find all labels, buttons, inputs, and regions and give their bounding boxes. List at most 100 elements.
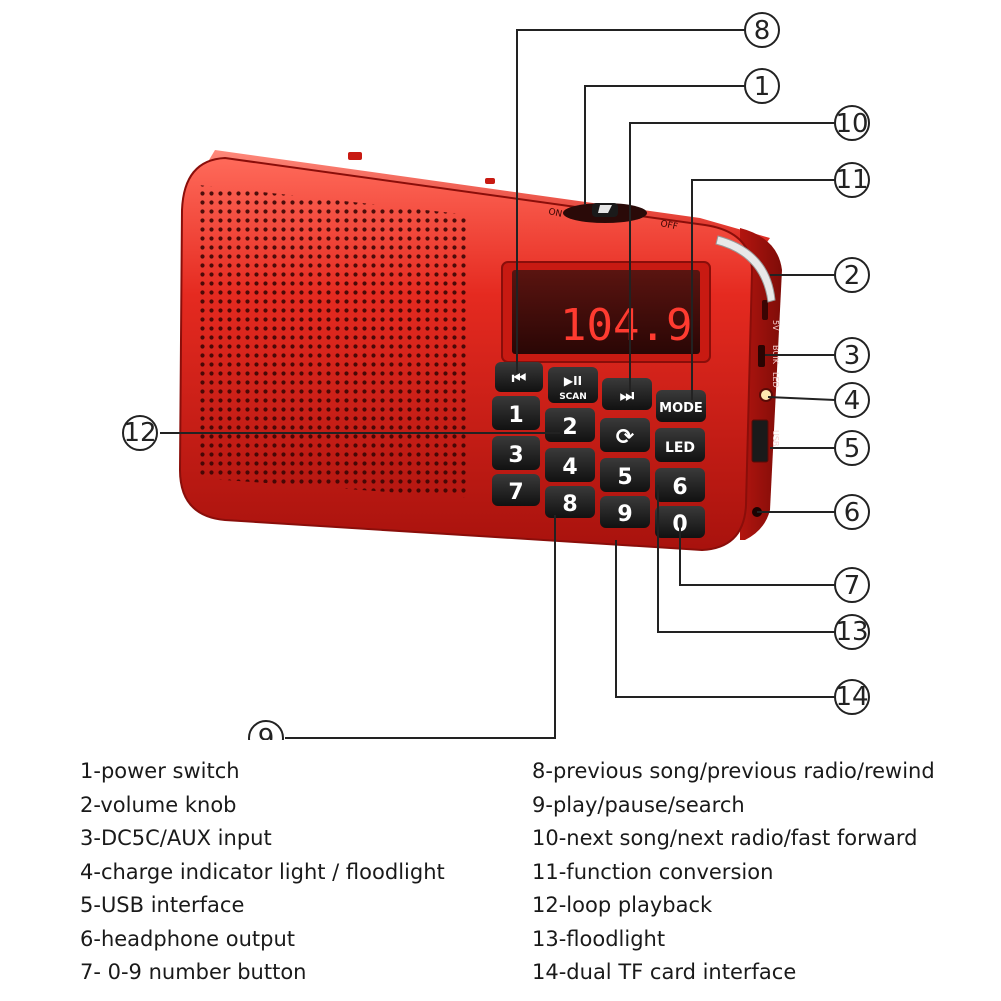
next-button[interactable]: ⏭ xyxy=(602,378,652,410)
number-button-9[interactable]: 9 xyxy=(600,496,650,528)
callout-6: 6 xyxy=(834,494,870,530)
lcd-display: 104.9 xyxy=(501,261,711,363)
leader-line-4 xyxy=(767,396,836,401)
callout-3: 3 xyxy=(834,337,870,373)
scan-label: SCAN xyxy=(559,392,587,402)
svg-text:11: 11 xyxy=(835,165,868,195)
legend-item: 2-volume knob xyxy=(80,792,237,817)
number-button-1[interactable]: 1 xyxy=(492,396,540,430)
switch-on-label: ON xyxy=(547,207,563,220)
svg-text:7: 7 xyxy=(844,571,861,601)
side-label-usb: USB xyxy=(771,430,780,446)
callout-9: 9 xyxy=(248,720,284,740)
mode-button[interactable]: MODE xyxy=(656,390,706,422)
svg-text:9: 9 xyxy=(258,724,275,740)
top-bump xyxy=(348,152,362,160)
svg-text:5: 5 xyxy=(844,434,861,464)
number-button-7[interactable]: 7 xyxy=(492,474,540,506)
svg-text:14: 14 xyxy=(835,682,868,712)
next-icon: ⏭ xyxy=(620,386,635,405)
legend-right-column: 8-previous song/previous radio/rewind 9-… xyxy=(532,755,935,990)
svg-text:4: 4 xyxy=(562,455,577,480)
prev-button[interactable]: ⏮ xyxy=(495,362,543,392)
loop-button[interactable]: ⟳ xyxy=(600,418,650,452)
callout-lines xyxy=(160,29,836,739)
svg-text:0: 0 xyxy=(672,512,687,537)
legend-item: 14-dual TF card interface xyxy=(532,960,797,984)
legend-item: 10-next song/next radio/fast forward xyxy=(532,826,918,850)
svg-text:4: 4 xyxy=(844,386,861,416)
callout-8: 8 xyxy=(744,12,780,48)
legend-item: 11-function conversion xyxy=(532,859,774,884)
number-button-2[interactable]: 2 xyxy=(545,408,595,442)
leader-line-10 xyxy=(629,122,835,395)
legend-item: 5-USB interface xyxy=(80,893,245,917)
callout-7: 7 xyxy=(834,567,870,603)
legend-item: 3-DC5C/AUX input xyxy=(80,826,272,850)
svg-text:3: 3 xyxy=(508,443,523,468)
legend-item: 8-previous song/previous radio/rewind xyxy=(532,759,935,783)
callout-14: 14 xyxy=(834,679,870,715)
svg-text:1: 1 xyxy=(508,403,523,428)
legend-item: 9-play/pause/search xyxy=(532,792,745,817)
leader-line-8 xyxy=(516,29,745,373)
svg-text:6: 6 xyxy=(844,498,861,528)
leader-line-1 xyxy=(584,85,745,205)
svg-text:2: 2 xyxy=(562,415,577,440)
svg-text:8: 8 xyxy=(562,492,577,517)
charge-indicator-light xyxy=(759,388,773,402)
number-button-5[interactable]: 5 xyxy=(600,458,650,492)
svg-text:9: 9 xyxy=(617,502,632,527)
mode-label: MODE xyxy=(659,401,703,416)
legend: 1-power switch 2-volume knob 3-DC5C/AUX … xyxy=(0,755,1001,995)
number-button-8[interactable]: 8 xyxy=(545,486,595,518)
number-button-3[interactable]: 3 xyxy=(492,436,540,470)
callout-12: 12 xyxy=(122,415,158,451)
top-bump xyxy=(485,178,495,184)
svg-text:5: 5 xyxy=(617,465,632,490)
legend-item: 13-floodlight xyxy=(532,926,666,951)
play-scan-button[interactable]: ▶II SCAN xyxy=(548,367,598,403)
callout-2: 2 xyxy=(834,257,870,293)
leader-line-7 xyxy=(679,525,835,586)
side-label-5v: 5V xyxy=(771,320,780,331)
callout-13: 13 xyxy=(834,614,870,650)
svg-text:1: 1 xyxy=(754,72,771,102)
legend-item: 6-headphone output xyxy=(80,926,296,951)
svg-text:2: 2 xyxy=(844,261,861,291)
side-label-led: LED xyxy=(771,372,780,388)
number-button-0[interactable]: 0 xyxy=(655,506,705,538)
dc-port xyxy=(762,300,768,320)
svg-text:6: 6 xyxy=(672,475,687,500)
legend-item: 4-charge indicator light / floodlight xyxy=(80,859,445,884)
lcd-frequency: 104.9 xyxy=(560,300,692,351)
volume-knob[interactable] xyxy=(715,235,776,303)
svg-text:13: 13 xyxy=(835,617,868,647)
svg-text:12: 12 xyxy=(123,418,156,448)
leader-line-13 xyxy=(657,485,835,633)
power-switch[interactable]: ON OFF xyxy=(547,203,679,233)
usb-port xyxy=(751,419,769,463)
callout-1: 1 xyxy=(744,68,780,104)
callout-5: 5 xyxy=(834,430,870,466)
legend-item: 12-loop playback xyxy=(532,893,713,917)
speaker-grille xyxy=(198,185,470,498)
leader-line-9 xyxy=(285,515,556,739)
led-button[interactable]: LED xyxy=(655,428,705,462)
switch-off-label: OFF xyxy=(659,219,678,232)
svg-text:10: 10 xyxy=(835,109,868,139)
legend-left-column: 1-power switch 2-volume knob 3-DC5C/AUX … xyxy=(80,755,445,990)
loop-icon: ⟳ xyxy=(616,425,635,450)
legend-item: 1-power switch xyxy=(80,759,240,783)
callout-4: 4 xyxy=(834,382,870,418)
number-button-6[interactable]: 6 xyxy=(655,468,705,502)
number-button-4[interactable]: 4 xyxy=(545,448,595,482)
svg-text:8: 8 xyxy=(754,16,771,46)
callout-11: 11 xyxy=(834,162,870,198)
legend-item: 7- 0-9 number button xyxy=(80,960,307,984)
prev-icon: ⏮ xyxy=(512,368,526,387)
leader-line-11 xyxy=(691,179,835,400)
led-label: LED xyxy=(665,440,695,456)
svg-text:7: 7 xyxy=(508,480,523,505)
svg-text:3: 3 xyxy=(844,341,861,371)
